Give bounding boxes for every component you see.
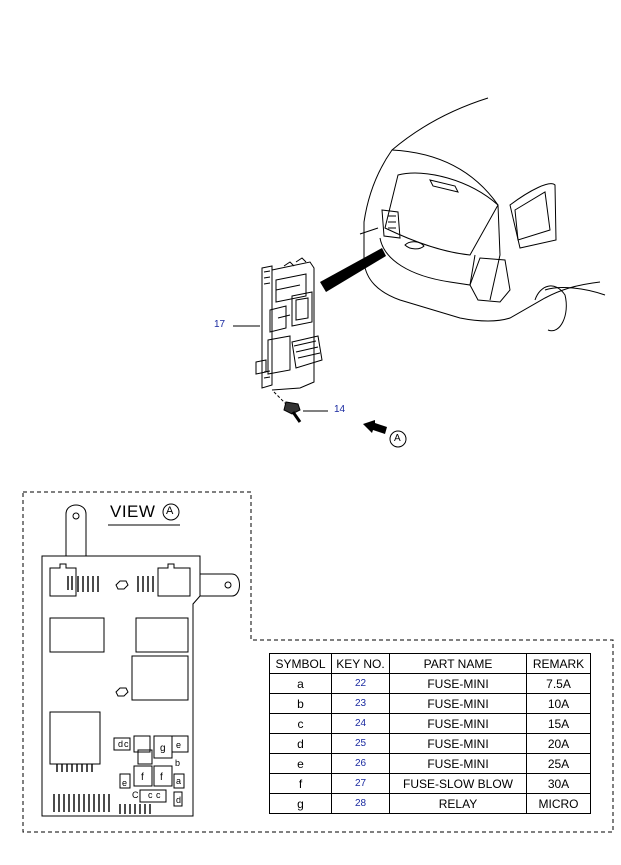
callout-bracket: 17 (214, 319, 226, 330)
cell-symbol: c (269, 713, 332, 734)
cell-remark: 20A (526, 733, 591, 754)
cell-key[interactable]: 22 (331, 673, 390, 694)
cell-part: FUSE-MINI (389, 713, 527, 734)
cell-key[interactable]: 28 (331, 793, 390, 814)
cell-part: FUSE-SLOW BLOW (389, 773, 527, 794)
fuse-label: c (156, 790, 161, 800)
table-row: e 26 FUSE-MINI 25A (269, 753, 591, 774)
header-remark: REMARK (526, 653, 591, 674)
pointer-arrow (320, 248, 386, 292)
table-row: a 22 FUSE-MINI 7.5A (269, 673, 591, 694)
fuse-label: c (148, 790, 153, 800)
header-part-name: PART NAME (389, 653, 527, 674)
callout-view-marker: A (394, 433, 401, 444)
table-row: f 27 FUSE-SLOW BLOW 30A (269, 773, 591, 794)
cell-symbol: f (269, 773, 332, 794)
cell-remark: 30A (526, 773, 591, 794)
cell-key[interactable]: 26 (331, 753, 390, 774)
table-row: d 25 FUSE-MINI 20A (269, 733, 591, 754)
fuse-label: C (132, 790, 139, 800)
cell-part: RELAY (389, 793, 527, 814)
table-row: g 28 RELAY MICRO (269, 793, 591, 814)
cell-part: FUSE-MINI (389, 693, 527, 714)
view-arrow (363, 420, 387, 434)
parts-table: SYMBOL KEY NO. PART NAME REMARK a 22 FUS… (269, 653, 591, 814)
fuse-label: b (175, 758, 180, 768)
cell-part: FUSE-MINI (389, 753, 527, 774)
view-a-circle (162, 503, 180, 521)
table-header-row: SYMBOL KEY NO. PART NAME REMARK (269, 653, 591, 674)
fuse-label: f (160, 772, 163, 783)
header-key-no: KEY NO. (331, 653, 390, 674)
vent-slots (53, 576, 154, 814)
cell-key[interactable]: 23 (331, 693, 390, 714)
cell-part: FUSE-MINI (389, 673, 527, 694)
cell-remark: 7.5A (526, 673, 591, 694)
table-row: b 23 FUSE-MINI 10A (269, 693, 591, 714)
cell-remark: MICRO (526, 793, 591, 814)
cell-symbol: a (269, 673, 332, 694)
fuse-letter-labels: d c e g b f f a e C c c d (118, 739, 181, 805)
fuse-label: d (176, 795, 181, 805)
vehicle-outline (363, 97, 606, 332)
cell-symbol: e (269, 753, 332, 774)
fuse-label: e (122, 778, 127, 788)
view-title: VIEW (110, 502, 155, 522)
cell-symbol: g (269, 793, 332, 814)
fuse-label: g (160, 743, 166, 754)
cell-key[interactable]: 27 (331, 773, 390, 794)
cell-remark: 10A (526, 693, 591, 714)
view-marker-circle (389, 430, 407, 448)
fuse-box (41, 504, 240, 817)
fuse-label: f (141, 772, 144, 783)
cell-symbol: d (269, 733, 332, 754)
fuse-label: a (176, 776, 181, 786)
junction-bracket (255, 257, 323, 391)
cell-remark: 25A (526, 753, 591, 774)
fuse-label: d (118, 739, 123, 749)
view-boundary (22, 491, 614, 833)
fuse-label: c (124, 739, 129, 749)
callout-bolt: 14 (334, 404, 346, 415)
view-label: VIEW (110, 502, 156, 521)
bolt-part (283, 401, 302, 423)
cell-key[interactable]: 24 (331, 713, 390, 734)
header-symbol: SYMBOL (269, 653, 332, 674)
cell-remark: 15A (526, 713, 591, 734)
cell-part: FUSE-MINI (389, 733, 527, 754)
cell-symbol: b (269, 693, 332, 714)
view-marker-letter: A (166, 505, 174, 517)
cell-key[interactable]: 25 (331, 733, 390, 754)
fuse-label: e (176, 740, 181, 750)
table-row: c 24 FUSE-MINI 15A (269, 713, 591, 734)
